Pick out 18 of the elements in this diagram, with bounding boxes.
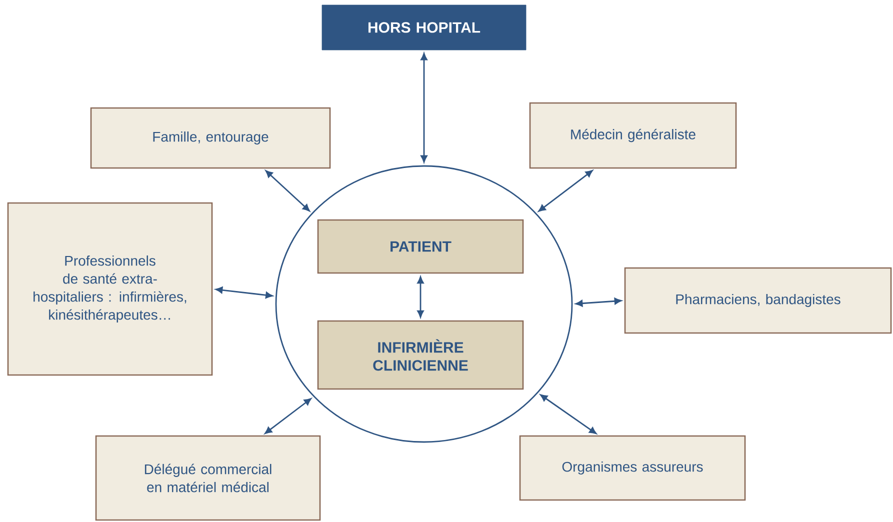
arrow: [215, 286, 273, 298]
arrow: [417, 276, 424, 318]
arrow: [264, 398, 312, 434]
arrow: [540, 394, 597, 434]
actor-box: Délégué commercial en matériel médical: [95, 435, 321, 521]
actor-box: Pharmaciens, bandagistes: [624, 267, 892, 334]
actor-box: Médecin généraliste: [529, 102, 737, 169]
core-box: INFIRMIÈRE CLINICIENNE: [317, 320, 524, 390]
arrow: [420, 52, 428, 163]
arrow: [265, 170, 310, 212]
arrow: [538, 170, 593, 212]
core-box: PATIENT: [317, 219, 524, 274]
actor-box: Famille, entourage: [90, 107, 331, 169]
arrow: [575, 298, 622, 307]
actor-box: Professionnels de santé extra-hospitaliers : infirmières, kinésithérapeutes…: [7, 202, 213, 376]
heading-box: HORS HOPITAL: [322, 4, 526, 50]
circle-outline: [275, 165, 573, 443]
actor-box: Organismes assureurs: [519, 435, 746, 501]
